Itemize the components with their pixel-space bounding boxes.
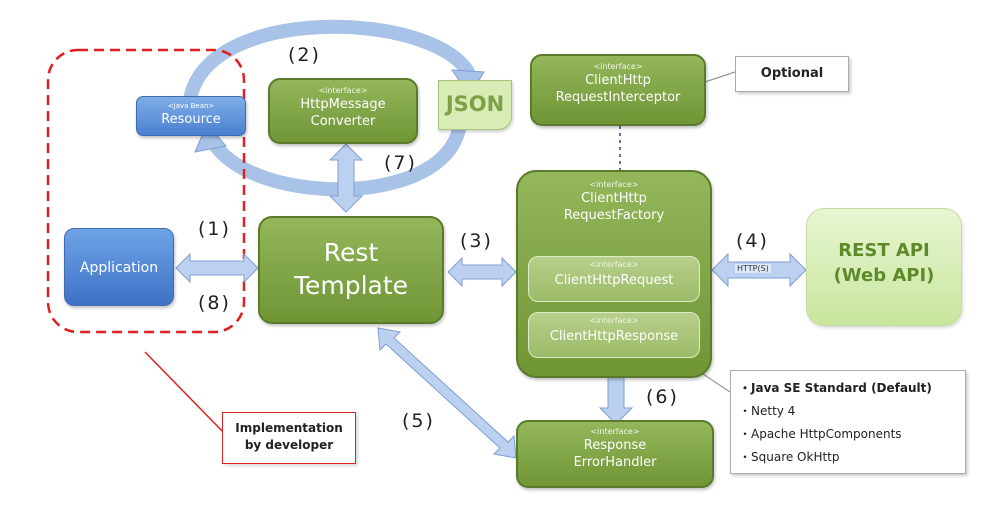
step-7-label: (7) xyxy=(384,152,417,174)
step-1-label: (1) xyxy=(198,218,231,240)
rest-api-line1: REST API xyxy=(838,240,930,261)
optional-callout: Optional xyxy=(735,56,849,92)
step-8-label: (8) xyxy=(198,292,231,314)
rest-template-line1: Rest xyxy=(323,238,379,267)
step-5-label: (5) xyxy=(402,410,435,432)
client-http-request-box: <interface> ClientHttpRequest xyxy=(528,256,700,302)
impl-item-netty: ・Netty 4 xyxy=(739,404,796,418)
optional-label: Optional xyxy=(760,66,824,81)
resource-name: Resource xyxy=(161,112,221,127)
converter-template-double-arrow xyxy=(328,143,364,213)
step-6-label: (6) xyxy=(646,386,679,408)
developer-callout-line xyxy=(144,351,229,438)
step-2-label: (2) xyxy=(288,44,321,66)
impl-callout-line xyxy=(699,371,731,393)
factory-tag: <interface> xyxy=(589,180,639,189)
implementation-line1: Implementation xyxy=(235,421,343,435)
request-tag: <interface> xyxy=(589,260,639,269)
response-tag: <interface> xyxy=(589,316,639,325)
http-protocol-label: HTTP(S) xyxy=(735,264,771,273)
resource-box: <Java Bean> Resource xyxy=(136,96,246,136)
interceptor-tag: <interface> xyxy=(593,62,643,71)
step-3-label: (3) xyxy=(460,230,493,252)
json-label: JSON xyxy=(445,92,505,116)
template-factory-double-arrow xyxy=(447,256,517,288)
resource-tag: <Java Bean> xyxy=(167,102,215,110)
response-error-handler-box: <interface> Response ErrorHandler xyxy=(516,420,714,488)
application-box: Application xyxy=(64,228,174,306)
error-handler-line2: ErrorHandler xyxy=(573,455,657,470)
factory-line1: ClientHttp xyxy=(581,191,647,206)
rest-api-box: REST API (Web API) xyxy=(806,208,962,326)
impl-item-apache: ・Apache HttpComponents xyxy=(739,427,902,441)
interceptor-line2: RequestInterceptor xyxy=(555,90,681,105)
template-errorhandler-double-arrow xyxy=(377,327,517,459)
optional-callout-line xyxy=(704,71,736,83)
implementation-line2: by developer xyxy=(244,438,334,452)
request-name: ClientHttpRequest xyxy=(554,273,674,288)
json-document: JSON xyxy=(438,80,512,130)
step-4-label: (4) xyxy=(736,230,769,252)
converter-line2: Converter xyxy=(310,114,376,129)
client-http-response-box: <interface> ClientHttpResponse xyxy=(528,312,700,358)
response-name: ClientHttpResponse xyxy=(549,329,679,344)
rest-api-line2: (Web API) xyxy=(833,265,935,286)
developer-boundary xyxy=(46,48,246,334)
error-handler-tag: <interface> xyxy=(590,427,640,436)
error-handler-line1: Response xyxy=(583,438,647,453)
factory-impl-callout: ・Java SE Standard (Default) ・Netty 4 ・Ap… xyxy=(730,370,966,474)
serialize-curve-arrow xyxy=(183,19,475,107)
implementation-callout: Implementation by developer xyxy=(222,412,356,464)
rest-template-line2: Template xyxy=(293,271,409,300)
impl-item-okhttp: ・Square OkHttp xyxy=(739,450,840,464)
impl-item-default: ・Java SE Standard (Default) xyxy=(739,381,932,395)
rest-template-box: Rest Template xyxy=(258,216,444,324)
http-message-converter-box: <interface> HttpMessage Converter xyxy=(268,78,418,144)
app-template-double-arrow xyxy=(175,252,259,284)
application-label: Application xyxy=(79,260,159,276)
client-http-request-interceptor-box: <interface> ClientHttp RequestIntercepto… xyxy=(530,54,706,126)
interceptor-line1: ClientHttp xyxy=(585,73,651,88)
converter-tag: <interface> xyxy=(318,86,368,95)
converter-line1: HttpMessage xyxy=(300,97,386,112)
factory-line2: RequestFactory xyxy=(563,208,665,223)
